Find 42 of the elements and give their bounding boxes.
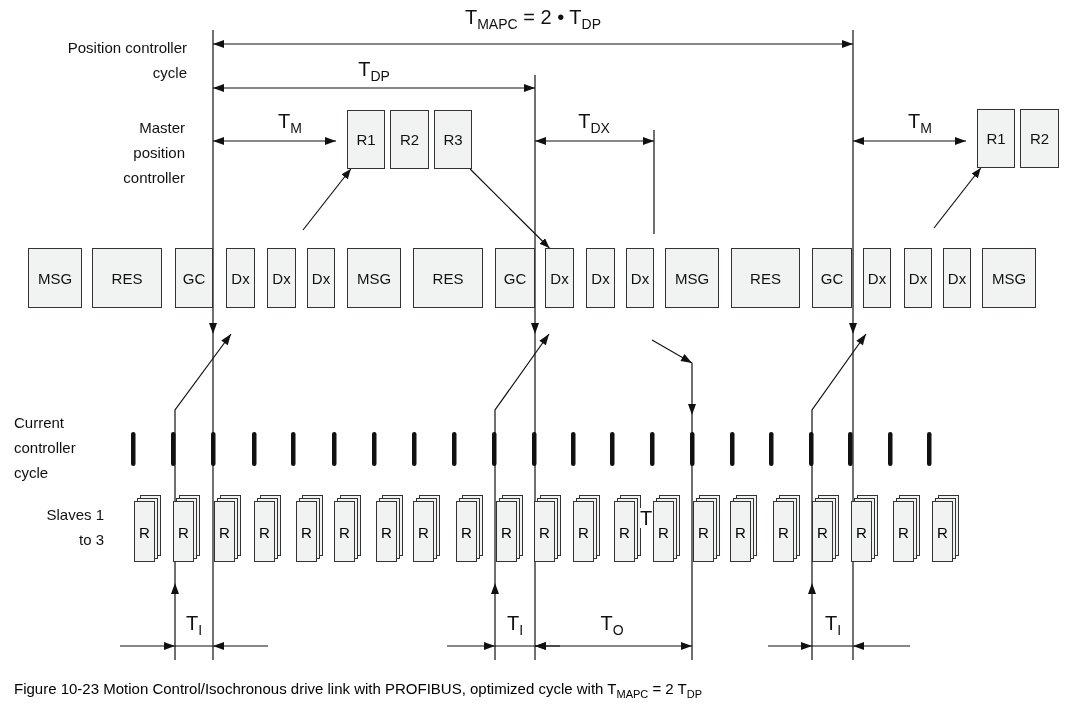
bus-telegram-box: RES [92, 248, 162, 308]
master-register-box: R1 [977, 109, 1015, 168]
caption: Figure 10-23 Motion Control/Isochronous drive link with PROFIBUS, optimized cycle with T$_{MAPC}$ = 2 T$_{DP}$ [14, 679, 704, 702]
bus-telegram-box: Dx [226, 248, 255, 308]
dimension-label: T$_{DX}$ [578, 110, 610, 136]
bus-telegram-box: GC [495, 248, 535, 308]
bus-telegram-box: MSG [982, 248, 1036, 308]
bus-telegram-box: MSG [28, 248, 82, 308]
bus-telegram-box: Dx [904, 248, 932, 308]
row-label: Master position controller [122, 118, 185, 188]
bus-telegram-box: GC [175, 248, 213, 308]
bus-telegram-box: Dx [586, 248, 615, 308]
dimension-label: T$_{M}$ [278, 110, 302, 136]
bus-telegram-box: Dx [863, 248, 891, 308]
dimension-label: T$_{I}$ [824, 612, 842, 638]
bus-telegram-box: Dx [626, 248, 654, 308]
master-register-box: R2 [390, 110, 429, 169]
letter-label: T [639, 508, 653, 528]
arrow [302, 168, 352, 231]
bus-telegram-box: Dx [943, 248, 971, 308]
master-register-box: R1 [347, 110, 385, 169]
master-register-box: R2 [1020, 109, 1059, 168]
arrow [933, 167, 982, 229]
bus-telegram-box: MSG [665, 248, 719, 308]
bus-telegram-box: Dx [545, 248, 574, 308]
bus-telegram-box: RES [731, 248, 800, 308]
bus-telegram-box: Dx [267, 248, 296, 308]
row-label: Slaves 1 to 3 [45, 505, 104, 550]
arrow [469, 168, 550, 249]
dimension-label: T$_{I}$ [506, 612, 524, 638]
master-register-box: R3 [434, 110, 472, 169]
bus-telegram-box: Dx [307, 248, 335, 308]
dimension-label: T$_{M}$ [908, 110, 932, 136]
bus-telegram-box: MSG [347, 248, 401, 308]
dimension-label: T$_{MAPC}$ = 2 • T$_{DP}$ [465, 6, 601, 32]
dimension-label: T$_{I}$ [185, 612, 203, 638]
bus-telegram-box: RES [413, 248, 483, 308]
row-label: Current controller cycle [14, 413, 77, 483]
row-label: Position controller cycle [66, 38, 187, 83]
bus-telegram-box: GC [812, 248, 852, 308]
dimension-label: T$_{O}$ [600, 612, 624, 638]
dimension-label: T$_{DP}$ [358, 58, 390, 84]
